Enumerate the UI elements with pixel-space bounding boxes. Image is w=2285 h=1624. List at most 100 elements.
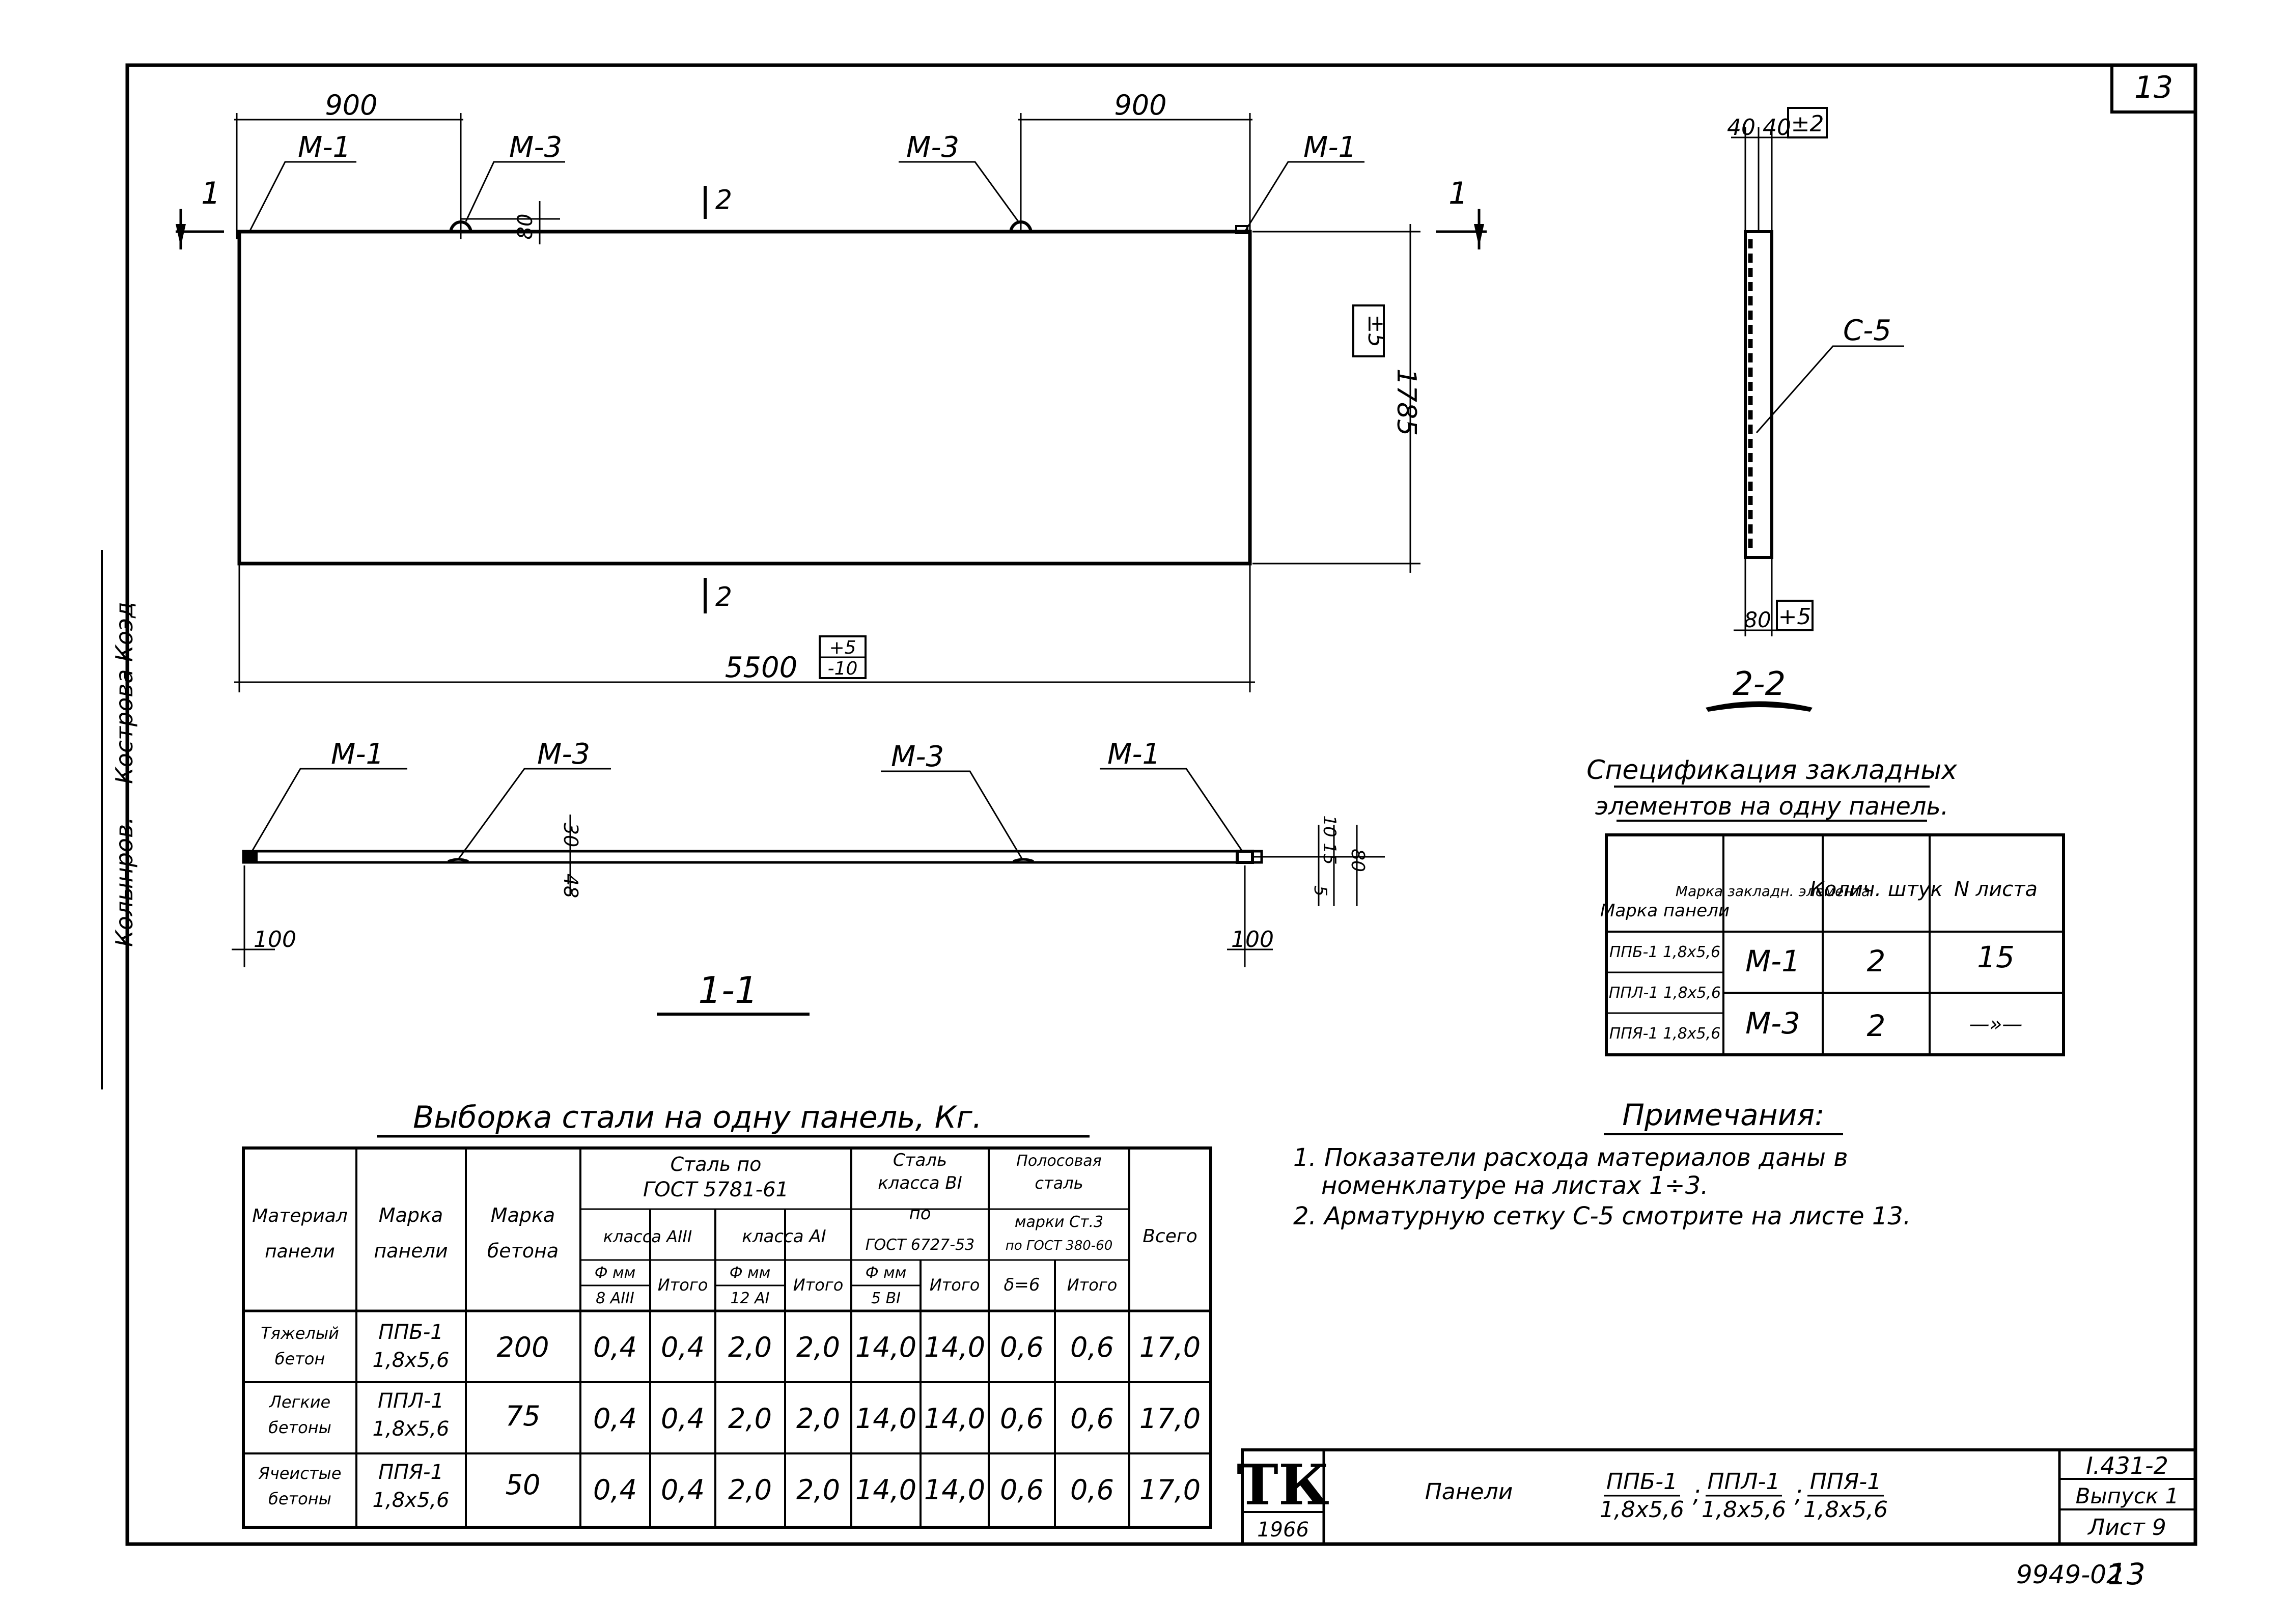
sh-mark-2: панели bbox=[374, 1240, 448, 1262]
tb-sheet: Лист 9 bbox=[2087, 1515, 2166, 1541]
length-tol-plus: +5 bbox=[829, 637, 856, 658]
r1-v4: 2,0 bbox=[796, 1331, 840, 1363]
s11-m1-right: М-1 bbox=[1107, 738, 1160, 771]
r3-v5: 14,0 bbox=[855, 1474, 916, 1506]
r1-v9: 17,0 bbox=[1139, 1331, 1201, 1363]
r3-panel-1: ППЯ-1 bbox=[378, 1461, 443, 1484]
page-number: 13 bbox=[2134, 70, 2173, 105]
r2-v3: 2,0 bbox=[728, 1403, 772, 1435]
section-1-1: М-1 М-3 М-3 М-1 30 48 100 100 10 15 80 5… bbox=[232, 738, 1385, 1016]
sh-itogo-3: Итого bbox=[930, 1275, 980, 1295]
s22-top-dims: 40 40 bbox=[1727, 115, 1791, 141]
r3-v1: 0,4 bbox=[593, 1474, 637, 1506]
sh-strip-3: марки Ст.3 bbox=[1015, 1213, 1103, 1231]
notes: Примечания: 1. Показатели расхода матери… bbox=[1293, 1098, 1911, 1230]
sh-phi5-2: 5 ВI bbox=[871, 1290, 901, 1307]
spec-table: Спецификация закладных элементов на одну… bbox=[1586, 755, 2065, 1056]
section-2-2: 40 40 ±2 С-5 80 +5 2-2 bbox=[1706, 107, 1904, 712]
elev-m1-left: М-1 bbox=[298, 131, 351, 164]
spec-h-qty: Колич. штук bbox=[1809, 878, 1942, 901]
tb-p1-top: ППБ-1 bbox=[1606, 1469, 1678, 1495]
sh-concrete-2: бетона bbox=[487, 1240, 559, 1262]
side-stamp-3: Коэд bbox=[110, 602, 138, 662]
r1-v1: 0,4 bbox=[593, 1331, 637, 1363]
tb-name: Панели bbox=[1425, 1479, 1513, 1505]
r3-grade: 50 bbox=[506, 1469, 541, 1501]
r1-panel-2: 1,8х5,6 bbox=[373, 1349, 450, 1372]
r3-v2: 0,4 bbox=[661, 1474, 705, 1506]
r2-v5: 14,0 bbox=[855, 1403, 916, 1435]
elev-m3-left: М-3 bbox=[509, 131, 562, 164]
sh-class-aiii: класса АIII bbox=[603, 1227, 692, 1246]
sh-itogo-2: Итого bbox=[793, 1275, 844, 1295]
spec-h-sheet: N листа bbox=[1954, 878, 2038, 901]
height-tol: ±5 bbox=[1363, 315, 1389, 348]
r2-v9: 17,0 bbox=[1139, 1403, 1201, 1435]
steel-row-1: Тяжелый бетон ППБ-1 1,8х5,6 200 0,4 0,4 … bbox=[261, 1321, 1201, 1372]
r2-v8: 0,6 bbox=[1070, 1403, 1114, 1435]
r2-panel-2: 1,8х5,6 bbox=[373, 1417, 450, 1441]
r3-v4: 2,0 bbox=[796, 1474, 840, 1506]
sh-gost-2: ГОСТ 5781-61 bbox=[643, 1178, 789, 1201]
height-dim: 1785 bbox=[1391, 369, 1422, 436]
sh-strip-2: сталь bbox=[1035, 1173, 1083, 1193]
spec-h-element: Марка закладн. элемента bbox=[1676, 883, 1870, 900]
r3-material-2: бетоны bbox=[268, 1489, 331, 1508]
sh-bi-2: класса ВI bbox=[878, 1173, 962, 1193]
r1-material-1: Тяжелый bbox=[261, 1324, 339, 1343]
title-block: ТК 1966 Панели ППБ-1 1,8х5,6 ; ППЛ-1 1,8… bbox=[1237, 1448, 2197, 1546]
r1-v5: 14,0 bbox=[855, 1331, 916, 1363]
s11-dim-5: 5 bbox=[1310, 885, 1330, 897]
r1-v3: 2,0 bbox=[728, 1331, 772, 1363]
s22-title: 2-2 bbox=[1733, 665, 1786, 703]
s11-dim-100-right: 100 bbox=[1231, 927, 1274, 953]
r2-material-1: Легкие bbox=[269, 1392, 330, 1412]
s11-title: 1-1 bbox=[698, 969, 758, 1012]
r3-material-1: Ячеистые bbox=[258, 1464, 342, 1483]
r3-v8: 0,6 bbox=[1070, 1474, 1114, 1506]
spec-r2-sheet: —»— bbox=[1969, 1013, 2023, 1036]
s11-m3-left: М-3 bbox=[537, 738, 590, 771]
sh-bi-3: по bbox=[909, 1203, 931, 1224]
r2-v2: 0,4 bbox=[661, 1403, 705, 1435]
r1-grade: 200 bbox=[496, 1331, 549, 1363]
steel-title: Выборка стали на одну панель, Кг. bbox=[413, 1100, 982, 1135]
spec-panel-2: ППЛ-1 1,8х5,6 bbox=[1609, 984, 1721, 1002]
tb-p2-bot: 1,8х5,6 bbox=[1702, 1497, 1786, 1523]
s22-bottom-tol: +5 bbox=[1778, 604, 1812, 630]
sh-class-ai: класса АI bbox=[742, 1226, 826, 1247]
s22-mesh-label: С-5 bbox=[1843, 314, 1891, 347]
length-dim: 5500 bbox=[725, 651, 798, 684]
section-2-bottom: 2 bbox=[715, 582, 732, 612]
steel-table: Выборка стали на одну панель, Кг. Матери… bbox=[242, 1100, 1212, 1529]
archive-page: 13 bbox=[2108, 1557, 2145, 1591]
r2-v1: 0,4 bbox=[593, 1403, 637, 1435]
tk-logo: ТК bbox=[1237, 1452, 1329, 1518]
sheet-frame bbox=[125, 63, 2197, 1546]
elev-m3-right: М-3 bbox=[906, 131, 959, 164]
r2-v4: 2,0 bbox=[796, 1403, 840, 1435]
sh-total: Всего bbox=[1142, 1226, 1197, 1247]
r1-panel-1: ППБ-1 bbox=[378, 1321, 443, 1344]
spec-r2-element: М-3 bbox=[1745, 1006, 1800, 1041]
sh-phi12-1: Ф мм bbox=[730, 1264, 771, 1282]
s11-dim-30: 30 bbox=[560, 823, 582, 847]
elev-small-dim: 80 bbox=[514, 214, 537, 240]
sh-bi-4: ГОСТ 6727-53 bbox=[866, 1236, 974, 1254]
elev-m1-right: М-1 bbox=[1303, 131, 1356, 164]
s11-dim-48: 48 bbox=[560, 874, 582, 898]
notes-title: Примечания: bbox=[1622, 1098, 1824, 1132]
r2-v7: 0,6 bbox=[1000, 1403, 1044, 1435]
archive-number: 9949-02 bbox=[2016, 1560, 2123, 1589]
sh-concrete-1: Марка bbox=[491, 1204, 555, 1226]
spec-r1-element: М-1 bbox=[1745, 944, 1800, 978]
r3-panel-2: 1,8х5,6 bbox=[373, 1489, 450, 1512]
tb-p2-top: ППЛ-1 bbox=[1707, 1469, 1780, 1495]
svg-text:;: ; bbox=[1693, 1480, 1701, 1507]
tb-p3-top: ППЯ-1 bbox=[1810, 1469, 1882, 1495]
section-1-right: 1 bbox=[1448, 176, 1468, 211]
spec-panel-3: ППЯ-1 1,8х5,6 bbox=[1609, 1025, 1721, 1043]
note-line-1: 1. Показатели расхода материалов даны в bbox=[1293, 1143, 1848, 1172]
sh-bi-1: Сталь bbox=[893, 1150, 947, 1170]
